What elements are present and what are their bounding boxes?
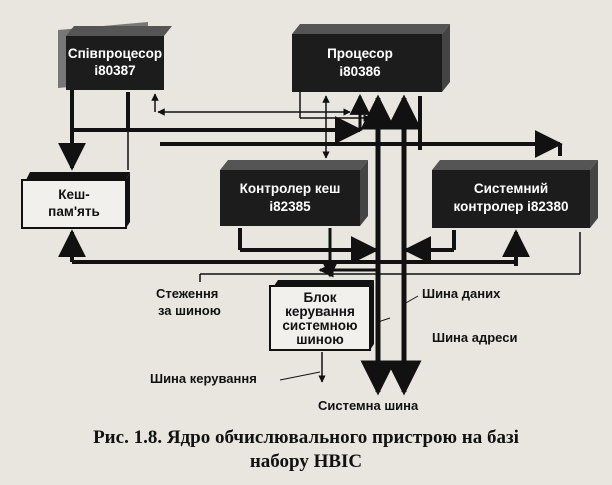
control-bus-pointer: [279, 371, 321, 381]
bus-control-block-face: [269, 285, 371, 351]
control-bus-label: Шина керування: [150, 371, 257, 386]
coprocessor-label-line2: i80387: [94, 63, 135, 78]
data-bus-label: Шина даних: [422, 286, 501, 301]
bus-control-label-line3: системною: [282, 318, 357, 333]
bus-control-label-line2: керування: [285, 304, 355, 319]
bus-control-label-line4: шиною: [296, 332, 343, 347]
processor-label-line1: Процесор: [327, 46, 393, 61]
cache-memory-label-line2: пам'ять: [48, 204, 100, 219]
data-bus-pointer: [403, 295, 419, 305]
processor-box-face: [292, 34, 442, 92]
system-controller-box-face: [432, 170, 590, 228]
address-bus-label: Шина адреси: [432, 330, 517, 345]
bus-control-label-line1: Блок: [303, 290, 336, 305]
cache-memory-label-line1: Кеш-: [58, 187, 90, 202]
cache-controller-label-line2: i82385: [269, 199, 311, 214]
system-controller-label-line2: контролер i82380: [454, 199, 569, 214]
hardware-core-diagram: Співпроцесор i80387 Процесор i80386 Кеш-…: [21, 22, 598, 413]
bus-control-block-box: Блок керування системною шиною: [269, 280, 374, 351]
bus-snooping-label-line1: Стеження: [156, 286, 218, 301]
coprocessor-box-face: [66, 36, 164, 90]
system-controller-box: Системний контролер i82380: [432, 160, 598, 228]
figure-caption-line2: набору НВІС: [249, 451, 363, 472]
bus-snooping-label-line2: за шиною: [158, 303, 221, 318]
coprocessor-label-line1: Співпроцесор: [68, 46, 162, 61]
connections: [58, 90, 581, 396]
cache-controller-box-face: [220, 170, 360, 226]
cache-memory-box: Кеш- пам'ять: [21, 172, 130, 229]
system-controller-label-line1: Системний: [474, 181, 548, 196]
system-bus-label: Системна шина: [318, 398, 419, 413]
figure-caption-line1: Рис. 1.8. Ядро обчислювального пристрою …: [93, 427, 519, 448]
cache-controller-label-line1: Контролер кеш: [240, 181, 341, 196]
cache-controller-box: Контролер кеш i82385: [220, 160, 368, 226]
processor-label-line2: i80386: [339, 64, 381, 79]
address-bus-pointer: [377, 317, 391, 323]
processor-box: Процесор i80386: [292, 24, 450, 92]
coprocessor-box: Співпроцесор i80387: [58, 22, 172, 90]
